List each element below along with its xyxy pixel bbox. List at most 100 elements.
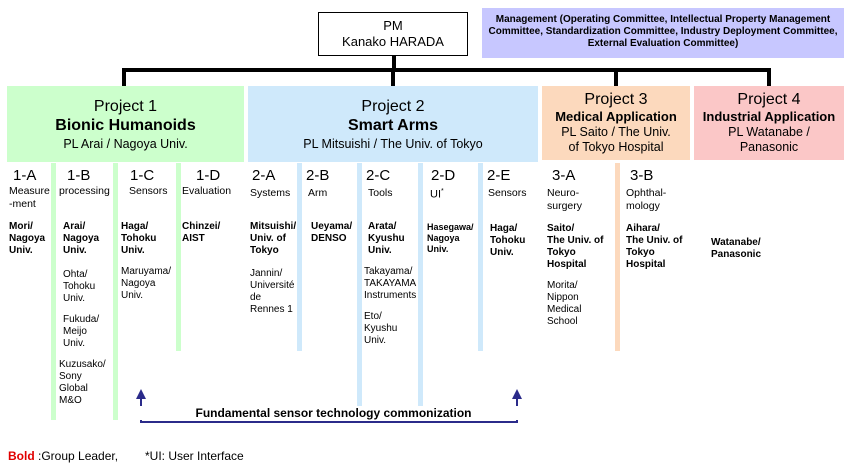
group-bar-1c — [113, 163, 118, 420]
leader-line3: Univ. — [427, 243, 449, 254]
group-1a: 1-A Measure -ment Mori/ Nagoya Univ. — [9, 167, 50, 257]
group-bar-2e — [478, 163, 483, 351]
bracket-arrow-left — [136, 389, 146, 399]
leader-line3: Tokyo — [547, 247, 576, 258]
leader-line1: Haga/ — [121, 221, 149, 232]
leader-line3: Tokyo — [626, 247, 655, 258]
group-name: UI* — [430, 185, 474, 202]
group-leader: Saito/ The Univ. of Tokyo Hospital — [547, 223, 603, 271]
group-id: 1-A — [13, 167, 37, 184]
group-id: 2-C — [366, 167, 391, 184]
group-member: Jannin/ Université de Rennes 1 — [250, 268, 296, 316]
leader-line4: Hospital — [626, 259, 666, 270]
top-connector-line — [122, 68, 771, 72]
group-id: 3-A — [552, 167, 576, 184]
member-line3: Instruments — [364, 290, 417, 301]
leader-line1: Chinzei/ — [182, 221, 221, 232]
group-name-line1: Measure — [9, 185, 50, 197]
leader-line1: Mori/ — [9, 221, 33, 232]
connector-p4 — [767, 68, 771, 86]
member-line1: Fukuda/ — [63, 314, 100, 325]
connector-p3 — [614, 68, 618, 86]
connector-p1 — [122, 68, 126, 86]
group-2b: 2-B Arm Ueyama/ DENSO — [306, 167, 352, 245]
member-line3: Univ. — [364, 335, 387, 346]
group-bar-2d — [418, 163, 423, 420]
group-leader: Hasegawa/ Nagoya Univ. — [427, 222, 474, 255]
leader-line3: Univ. — [121, 245, 145, 256]
member-line1: Kuzusako/ — [59, 359, 106, 370]
group-name-line1: Ophthal- — [626, 187, 667, 199]
pm-box: PM Kanako HARADA — [318, 12, 468, 56]
footnote-marker: * — [441, 188, 444, 195]
member-line1: Eto/ — [364, 311, 382, 322]
leader-line3: Univ. — [63, 245, 87, 256]
project-2-box: Project 2 Smart Arms PL Mitsuishi / The … — [248, 86, 538, 162]
leader-line2: Nagoya — [9, 233, 46, 244]
member-line3: Univ. — [121, 290, 144, 301]
group-bar-2b — [297, 163, 302, 351]
group-member: Takayama/ TAKAYAMA Instruments — [364, 266, 416, 302]
leader-line2: DENSO — [311, 233, 347, 244]
group-2e: 2-E Sensors Haga/ Tohoku Univ. — [487, 167, 527, 259]
leader-line2: Nagoya — [63, 233, 100, 244]
group-id: 2-D — [431, 167, 456, 184]
leader-line2: The Univ. of — [626, 235, 683, 246]
group-member: Eto/ Kyushu Univ. — [364, 311, 416, 347]
project-2-leader: PL Mitsuishi / The Univ. of Tokyo — [303, 137, 483, 151]
leader-line1: Arai/ — [63, 221, 86, 232]
group-name: Systems — [250, 187, 291, 199]
member-line3: Univ. — [63, 293, 86, 304]
leader-line3: Univ. — [490, 247, 514, 258]
group-leader: Haga/ Tohoku Univ. — [121, 221, 171, 257]
project-1-box: Project 1 Bionic Humanoids PL Arai / Nag… — [7, 86, 244, 162]
group-name-line2: surgery — [547, 200, 583, 212]
leader-line2: Nagoya — [427, 232, 460, 243]
group-id: 1-B — [67, 167, 91, 184]
group-3b: 3-B Ophthal- mology Aihara/ The Univ. of… — [626, 167, 682, 271]
group-name: processing — [59, 185, 110, 197]
group-leader: Mitsuishi/ Univ. of Tokyo — [250, 221, 296, 257]
group-leader: Chinzei/ AIST — [182, 221, 231, 245]
member-line4: School — [547, 316, 578, 327]
group-member: Morita/ Nippon Medical School — [547, 280, 603, 328]
group-id: 1-D — [196, 167, 221, 184]
leader-line2: The Univ. of — [547, 235, 604, 246]
project-1-leader: PL Arai / Nagoya Univ. — [63, 137, 188, 151]
group-id: 3-B — [630, 167, 654, 184]
member-line2: Meijo — [63, 326, 87, 337]
bracket-arrow-right — [512, 389, 522, 399]
legend-text: :Group Leader, — [38, 449, 119, 463]
leader-line2: AIST — [182, 233, 205, 244]
member-line2: Nagoya — [121, 278, 156, 289]
member-line1: Maruyama/ — [121, 266, 172, 277]
group-leader: Arata/ Kyushu Univ. — [368, 221, 416, 257]
group-1c: 1-C Sensors Haga/ Tohoku Univ. Maruyama/… — [121, 167, 171, 302]
member-line3: Univ. — [63, 338, 86, 349]
group-id: 2-A — [252, 167, 276, 184]
group-leader: Aihara/ The Univ. of Tokyo Hospital — [626, 223, 682, 271]
group-name-line1: Neuro- — [547, 187, 580, 199]
pm-label: PM — [383, 18, 403, 33]
project-4-title: Project 4 — [737, 91, 801, 108]
group-member: Kuzusako/ Sony Global M&O — [59, 359, 110, 407]
member-line1: Ohta/ — [63, 269, 88, 280]
leader-line1: Saito/ — [547, 223, 575, 234]
member-line1: Takayama/ — [364, 266, 413, 277]
member-line2: Tohoku — [63, 281, 96, 292]
group-3a: 3-A Neuro- surgery Saito/ The Univ. of T… — [547, 167, 603, 328]
ui-footnote: *UI: User Interface — [145, 449, 244, 463]
member-line3: de — [250, 292, 262, 303]
leader-line1: Mitsuishi/ — [250, 221, 297, 232]
project-3-name: Medical Application — [555, 109, 677, 124]
project-4-leader-line1: PL Watanabe / — [728, 125, 810, 139]
project-4-box: Project 4 Industrial Application PL Wata… — [694, 86, 844, 160]
leader-line1: Aihara/ — [626, 223, 660, 234]
project-4-leader-line2: Panasonic — [739, 140, 799, 154]
group-bar-1d — [176, 163, 181, 351]
group-id: 2-E — [487, 167, 511, 184]
group-name-line2: mology — [626, 200, 660, 212]
leader-line2: Univ. of — [250, 233, 286, 244]
project-2-title: Project 2 — [361, 98, 425, 115]
group-leader: Ueyama/ DENSO — [311, 221, 352, 245]
